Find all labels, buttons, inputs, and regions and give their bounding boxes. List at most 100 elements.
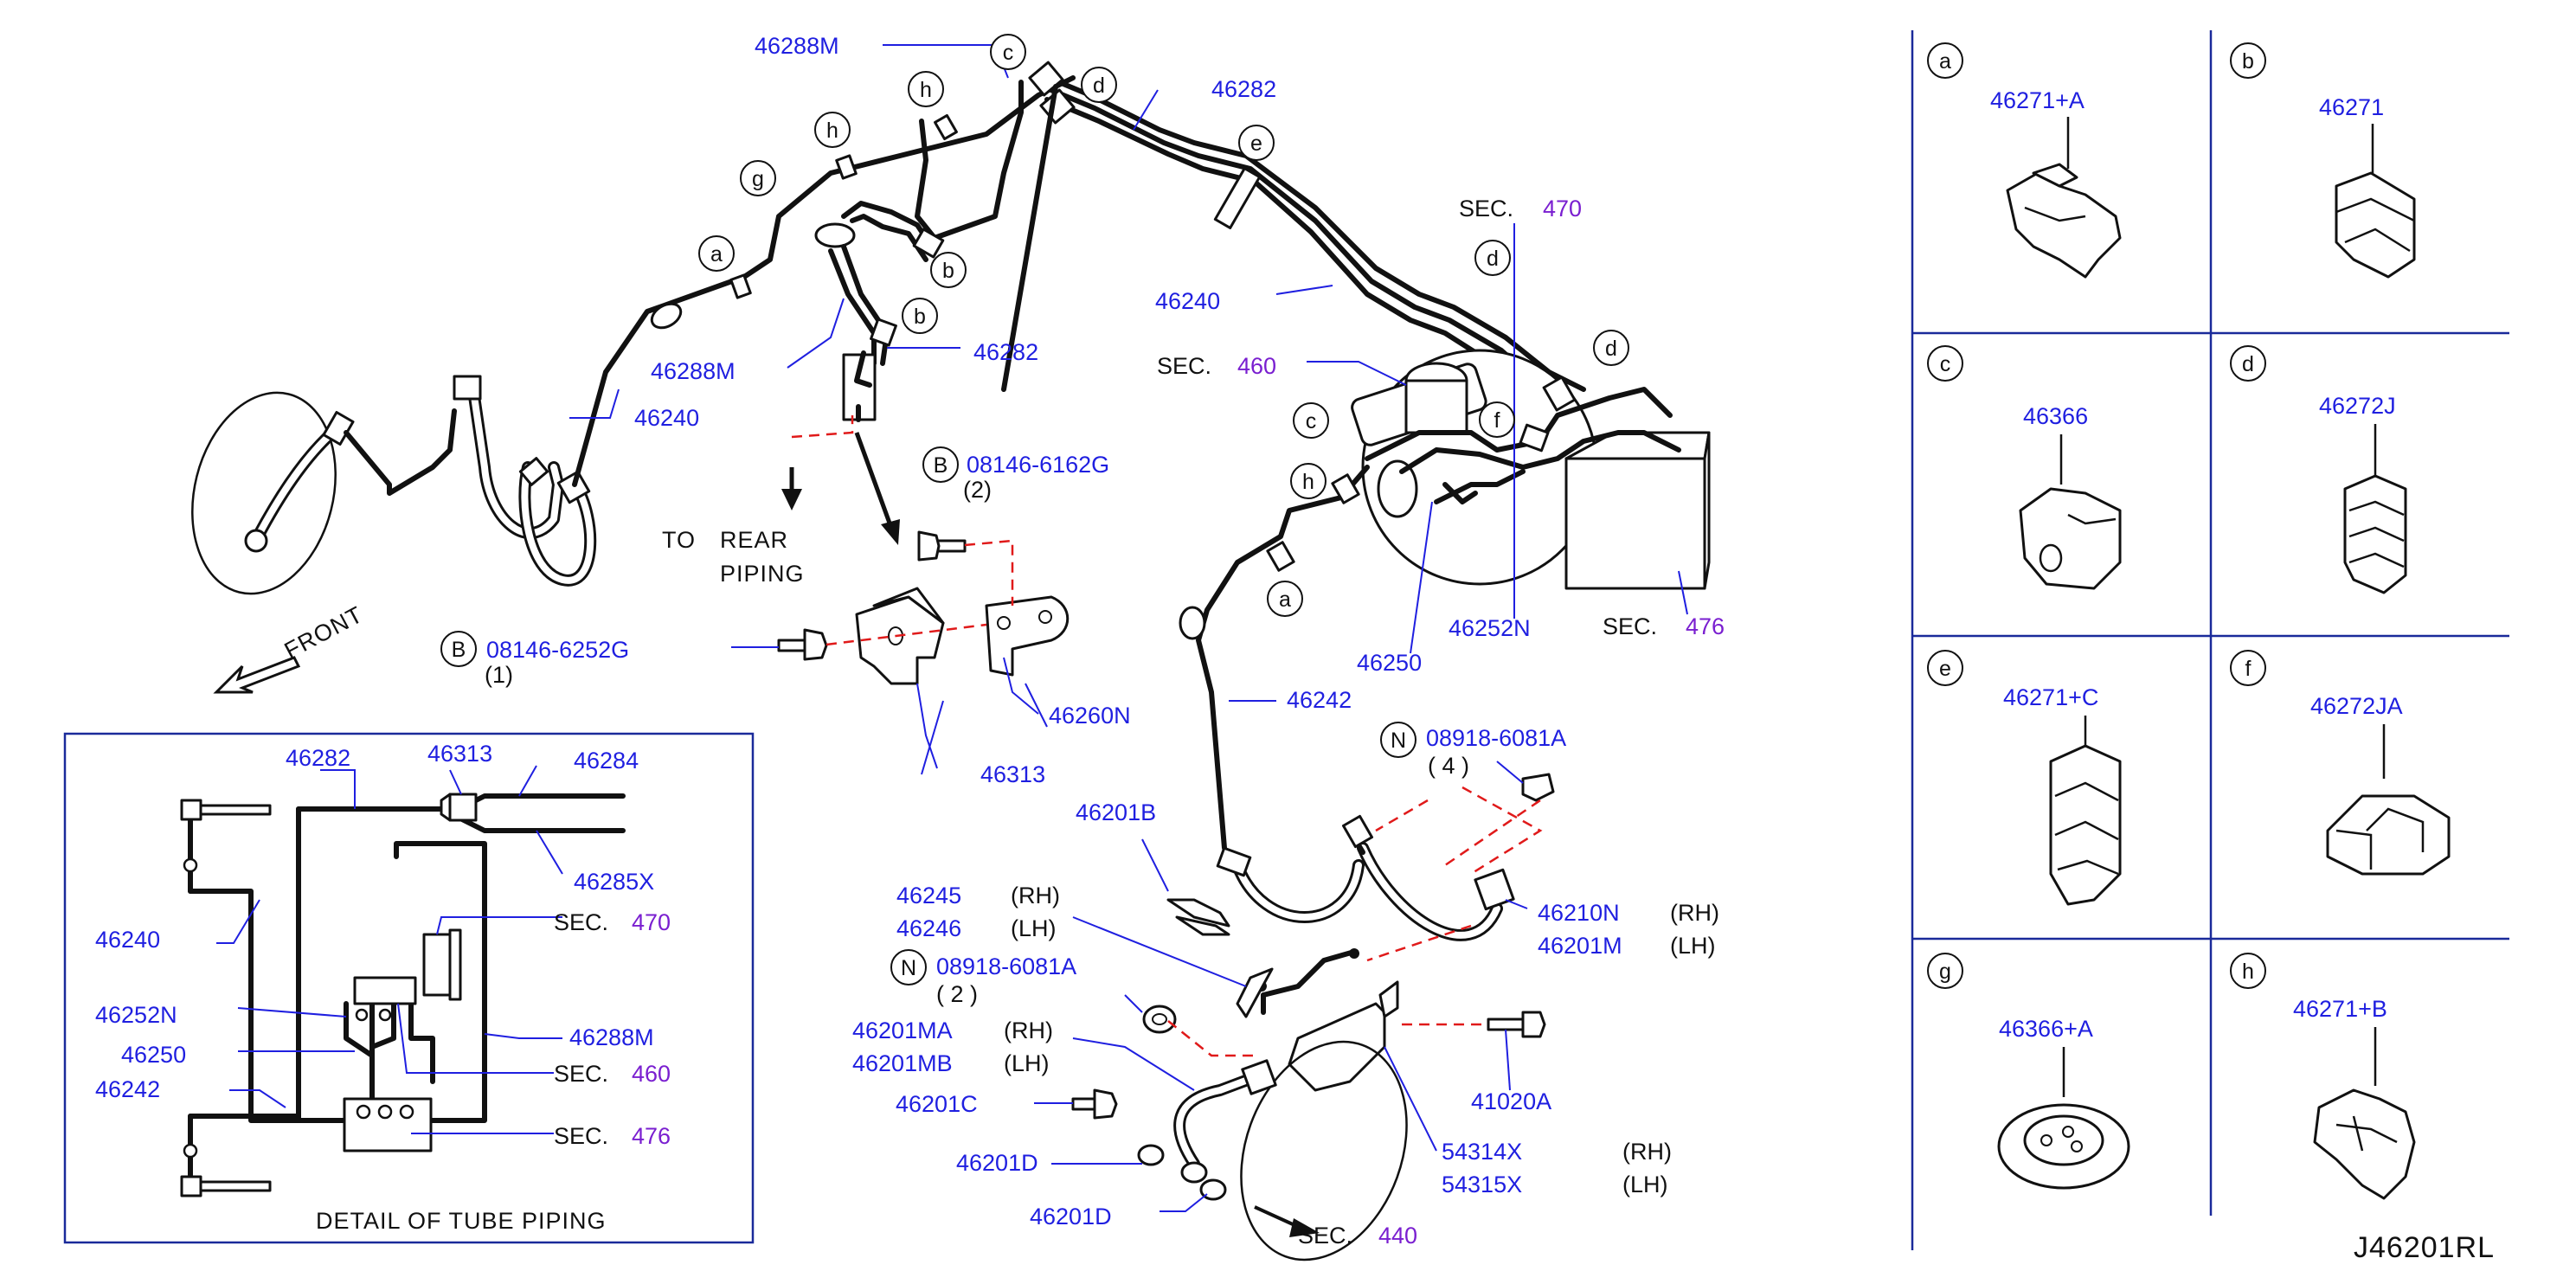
svg-text:h: h [2242, 960, 2254, 984]
clip-cell-g: g 46366+A [1927, 953, 2130, 1190]
diagram-code: J46201RL [2354, 1231, 2495, 1264]
svg-text:46313: 46313 [980, 761, 1045, 787]
svg-text:46201B: 46201B [1076, 799, 1156, 825]
svg-text:SEC.: SEC. [1298, 1223, 1352, 1249]
svg-text:(RH): (RH) [1670, 900, 1719, 926]
svg-text:e: e [1939, 657, 1951, 681]
clip-legend-grid: a 46271+A b 46271 c 46366 d 4 [1911, 30, 2509, 1264]
svg-text:54314X: 54314X [1442, 1139, 1522, 1165]
svg-text:46250: 46250 [1357, 650, 1422, 676]
svg-text:h: h [826, 119, 838, 143]
svg-text:46201C: 46201C [896, 1091, 978, 1117]
svg-text:46272J: 46272J [2319, 393, 2396, 419]
svg-text:46271+A: 46271+A [1990, 87, 2085, 113]
svg-text:SEC.: SEC. [1603, 613, 1657, 639]
label-46288M-top: 46288M [755, 33, 839, 59]
svg-text:N: N [1391, 729, 1406, 753]
svg-text:b: b [942, 259, 954, 283]
svg-text:46284: 46284 [574, 748, 639, 774]
svg-text:46271: 46271 [2319, 94, 2384, 120]
svg-text:470: 470 [632, 909, 671, 935]
detail-of-tube-piping: 46282 46313 46284 46285X 46240 46252N 46… [63, 732, 755, 1244]
svg-text:46260N: 46260N [1049, 703, 1131, 729]
svg-text:( 2 ): ( 2 ) [936, 981, 978, 1007]
svg-text:46201D: 46201D [1030, 1204, 1112, 1229]
svg-text:a: a [710, 242, 723, 266]
tube-bundle-46282 [1036, 71, 1586, 392]
clip-cell-h: h 46271+B [2230, 953, 2416, 1200]
svg-text:SEC.: SEC. [554, 1123, 608, 1149]
joint-block-46313 [777, 530, 1070, 685]
svg-text:460: 460 [1237, 353, 1276, 379]
svg-text:46288M: 46288M [569, 1024, 654, 1050]
svg-text:46272JA: 46272JA [2310, 693, 2403, 719]
svg-text:46282: 46282 [286, 745, 350, 771]
svg-text:N: N [901, 956, 916, 980]
svg-text:h: h [920, 78, 932, 102]
svg-text:476: 476 [1686, 613, 1725, 639]
front-brake-outline [191, 391, 337, 595]
svg-text:46271+B: 46271+B [2293, 996, 2387, 1022]
svg-text:h: h [1302, 470, 1314, 494]
svg-text:(1): (1) [485, 662, 513, 688]
front-arrow-icon [213, 656, 301, 694]
svg-text:(RH): (RH) [1004, 1018, 1053, 1043]
svg-text:46201MA: 46201MA [852, 1018, 953, 1043]
main-labels: 46288M 46282 46240 46288M 46282 46240 08… [280, 33, 1725, 1249]
svg-text:(RH): (RH) [1011, 883, 1060, 908]
svg-text:46245: 46245 [896, 883, 961, 908]
clip-cell-c: c 46366 [1927, 345, 2122, 590]
clip-cell-a: a 46271+A [1927, 42, 2122, 279]
svg-text:SEC.: SEC. [554, 1061, 608, 1087]
svg-text:46246: 46246 [896, 915, 961, 941]
svg-text:46285X: 46285X [574, 869, 654, 895]
svg-text:a: a [1939, 49, 1951, 74]
svg-text:46201M: 46201M [1538, 933, 1622, 959]
svg-text:46242: 46242 [1287, 687, 1352, 713]
svg-text:46271+C: 46271+C [2003, 684, 2098, 710]
svg-text:f: f [2245, 657, 2252, 681]
svg-text:46210N: 46210N [1538, 900, 1620, 926]
clip-cell-e: e 46271+C [1927, 650, 2122, 906]
main-piping-drawing [191, 61, 1711, 1262]
label-46282-mid: 46282 [973, 339, 1038, 365]
rear-brake-outline [1240, 1040, 1408, 1262]
clip-cell-f: f 46272JA [2230, 650, 2451, 876]
svg-text:SEC.: SEC. [554, 909, 608, 935]
tube-46242 [1196, 465, 1370, 851]
svg-text:(LH): (LH) [1004, 1050, 1050, 1076]
svg-text:SEC.: SEC. [1459, 196, 1513, 221]
svg-text:46252N: 46252N [95, 1002, 177, 1028]
svg-text:(LH): (LH) [1670, 933, 1716, 959]
svg-text:g: g [752, 167, 764, 191]
svg-text:PIPING: PIPING [720, 561, 805, 587]
svg-text:(LH): (LH) [1622, 1172, 1668, 1197]
front-pipe-run [344, 408, 457, 496]
label-46240-mid: 46240 [1155, 288, 1220, 314]
svg-text:470: 470 [1543, 196, 1582, 221]
svg-text:46240: 46240 [95, 927, 160, 953]
svg-text:B: B [452, 638, 466, 662]
svg-text:d: d [1093, 74, 1105, 98]
svg-text:46313: 46313 [427, 741, 492, 767]
svg-text:d: d [1487, 247, 1499, 271]
svg-text:41020A: 41020A [1471, 1088, 1551, 1114]
svg-text:476: 476 [632, 1123, 671, 1149]
svg-text:54315X: 54315X [1442, 1172, 1522, 1197]
svg-text:b: b [914, 305, 926, 329]
svg-text:( 4 ): ( 4 ) [1428, 753, 1469, 779]
svg-text:(LH): (LH) [1011, 915, 1057, 941]
svg-text:d: d [1605, 337, 1617, 361]
front-label: FRONT [280, 601, 368, 664]
svg-text:46366: 46366 [2023, 403, 2088, 429]
tube-46240-front [572, 75, 1076, 487]
label-bolt-08146-6252G: 08146-6252G [486, 637, 629, 663]
detail-title: DETAIL OF TUBE PIPING [316, 1208, 607, 1234]
brake-booster [1351, 349, 1711, 590]
svg-text:460: 460 [632, 1061, 671, 1087]
svg-text:46366+A: 46366+A [1999, 1016, 2093, 1042]
svg-text:c: c [1003, 41, 1014, 65]
main-callouts: c d h h g a b b e d d c f h a B B N N [440, 34, 1629, 985]
svg-text:c: c [1940, 352, 1951, 376]
